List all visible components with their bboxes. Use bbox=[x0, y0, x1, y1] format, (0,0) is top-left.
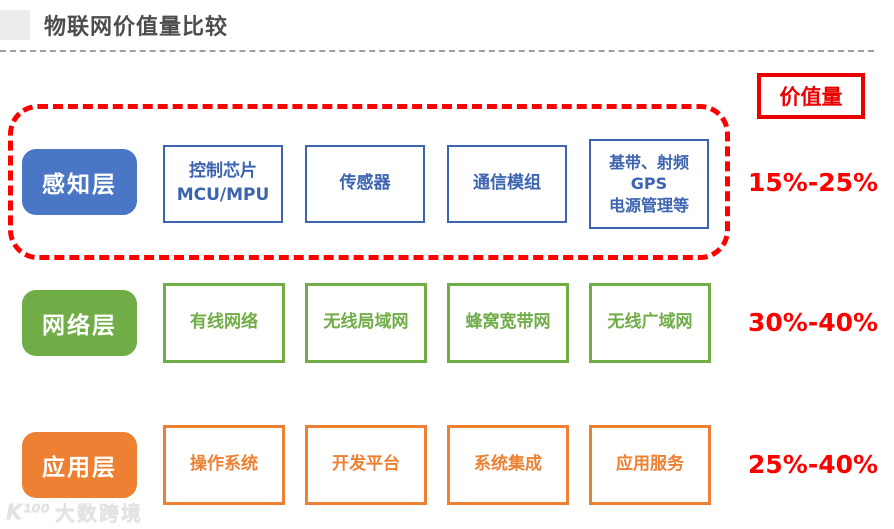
value-column-header: 价值量 bbox=[757, 73, 865, 119]
watermark-logo-icon: K¹⁰⁰ bbox=[6, 499, 50, 524]
item-line: 系统集成 bbox=[474, 454, 542, 475]
item-line: 控制芯片 bbox=[189, 161, 257, 182]
item-box-baseband-rf-gps-power: 基带、射频 GPS 电源管理等 bbox=[589, 139, 709, 229]
item-line: 无线广域网 bbox=[607, 312, 693, 333]
item-box-sensor: 传感器 bbox=[305, 145, 425, 223]
item-line: 蜂窝宽带网 bbox=[465, 312, 551, 333]
title-accent-square bbox=[0, 10, 30, 40]
item-box-system-integration: 系统集成 bbox=[447, 425, 569, 505]
item-box-cellular-broadband: 蜂窝宽带网 bbox=[447, 283, 569, 363]
layer-label-application: 应用层 bbox=[22, 432, 137, 498]
item-line: GPS bbox=[630, 174, 668, 194]
item-line: 通信模组 bbox=[473, 173, 541, 194]
item-line: 应用服务 bbox=[616, 454, 684, 475]
item-box-operating-system: 操作系统 bbox=[163, 425, 285, 505]
item-box-wired-network: 有线网络 bbox=[163, 283, 285, 363]
item-line: 传感器 bbox=[339, 173, 391, 194]
value-range-network: 30%-40% bbox=[748, 308, 879, 337]
item-box-wwan: 无线广域网 bbox=[589, 283, 711, 363]
item-box-wlan: 无线局域网 bbox=[305, 283, 427, 363]
layer-label-network: 网络层 bbox=[22, 290, 137, 356]
item-line: 开发平台 bbox=[332, 454, 400, 475]
item-line: MCU/MPU bbox=[176, 185, 270, 205]
item-line: 基带、射频 bbox=[608, 152, 689, 172]
item-line: 操作系统 bbox=[190, 454, 258, 475]
item-box-comm-module: 通信模组 bbox=[447, 145, 567, 223]
page-title: 物联网价值量比较 bbox=[44, 15, 229, 40]
title-divider-dashed-line bbox=[0, 50, 874, 52]
item-line: 有线网络 bbox=[190, 312, 258, 333]
layer-label-perception: 感知层 bbox=[22, 149, 137, 215]
value-range-perception: 15%-25% bbox=[748, 168, 879, 197]
item-line: 无线局域网 bbox=[323, 312, 409, 333]
item-line: 电源管理等 bbox=[608, 195, 689, 215]
item-box-dev-platform: 开发平台 bbox=[305, 425, 427, 505]
value-range-application: 25%-40% bbox=[748, 450, 879, 479]
perception-layer-highlight-outline bbox=[8, 104, 730, 260]
item-box-application-service: 应用服务 bbox=[589, 425, 711, 505]
watermark-brand-text: 大数跨境 bbox=[54, 501, 143, 525]
item-box-control-chip: 控制芯片 MCU/MPU bbox=[163, 145, 283, 223]
watermark: K¹⁰⁰ 大数跨境 bbox=[6, 497, 143, 526]
